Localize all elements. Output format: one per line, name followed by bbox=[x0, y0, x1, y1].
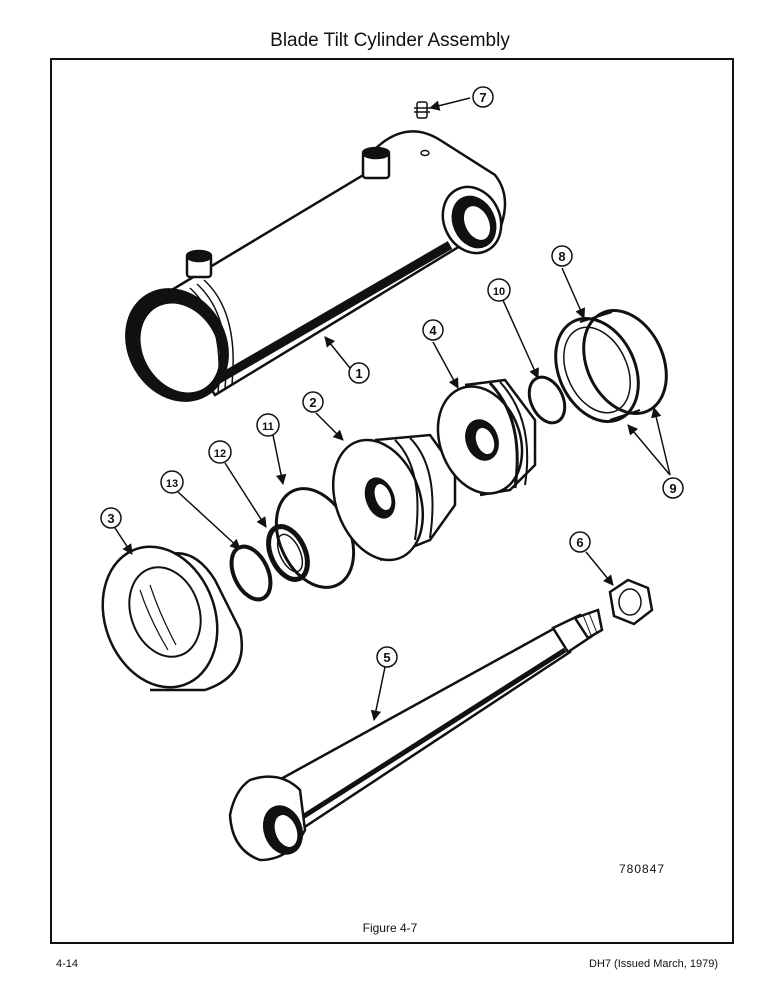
callout-3: 3 bbox=[100, 507, 122, 529]
callout-9-label: 9 bbox=[669, 481, 676, 496]
leader-8 bbox=[561, 267, 585, 319]
callout-7-label: 7 bbox=[479, 90, 486, 105]
leader-5 bbox=[370, 666, 386, 722]
callout-1: 1 bbox=[348, 362, 370, 384]
leader-9a bbox=[627, 424, 671, 476]
callout-13-label: 13 bbox=[166, 478, 178, 490]
callout-11: 11 bbox=[256, 413, 280, 437]
figure-caption: Figure 4-7 bbox=[362, 921, 418, 935]
leader-3 bbox=[114, 527, 133, 555]
callout-10-label: 10 bbox=[493, 286, 505, 298]
callout-10: 10 bbox=[487, 278, 511, 302]
gland-nut bbox=[101, 545, 244, 692]
leader-7 bbox=[428, 97, 471, 111]
callout-12-label: 12 bbox=[214, 448, 226, 460]
leader-9b bbox=[651, 406, 671, 476]
leader-1 bbox=[324, 336, 351, 369]
leader-2 bbox=[315, 412, 344, 441]
callout-6: 6 bbox=[569, 531, 591, 553]
drawing-number: 780847 bbox=[619, 862, 666, 876]
page-number: 4-14 bbox=[56, 958, 79, 970]
callout-8: 8 bbox=[551, 245, 573, 267]
piston-nut bbox=[608, 578, 654, 626]
figure-frame bbox=[50, 58, 734, 944]
leader-13 bbox=[177, 491, 241, 550]
callout-5-label: 5 bbox=[383, 650, 390, 665]
callout-7: 7 bbox=[472, 86, 494, 108]
leader-10 bbox=[501, 297, 539, 379]
callout-4-label: 4 bbox=[429, 323, 437, 338]
callout-11-label: 11 bbox=[262, 421, 274, 433]
callout-2-label: 2 bbox=[309, 395, 316, 410]
callout-1-label: 1 bbox=[355, 366, 362, 381]
page-title: Blade Tilt Cylinder Assembly bbox=[270, 30, 510, 51]
callout-3-label: 3 bbox=[107, 511, 114, 526]
leader-12 bbox=[224, 462, 267, 528]
leader-6 bbox=[585, 551, 614, 586]
leader-4 bbox=[432, 341, 459, 389]
callout-13: 13 bbox=[160, 470, 184, 494]
callout-2: 2 bbox=[302, 391, 324, 413]
callout-12: 12 bbox=[208, 440, 232, 464]
piston bbox=[436, 378, 537, 497]
callout-4: 4 bbox=[422, 319, 444, 341]
leader-lines bbox=[114, 97, 671, 722]
callout-8-label: 8 bbox=[558, 249, 565, 264]
piston-rod bbox=[228, 608, 604, 862]
piston-seal bbox=[554, 308, 668, 424]
callout-5: 5 bbox=[376, 646, 398, 668]
cylinder-barrel bbox=[125, 130, 507, 402]
rod-seal-inner bbox=[276, 533, 304, 573]
callout-6-label: 6 bbox=[576, 535, 583, 550]
callout-9: 9 bbox=[662, 477, 684, 499]
document-id: DH7 (Issued March, 1979) bbox=[589, 958, 718, 970]
cylinder-gland bbox=[331, 433, 457, 562]
grease-fitting bbox=[414, 101, 430, 119]
leader-11 bbox=[272, 434, 287, 486]
